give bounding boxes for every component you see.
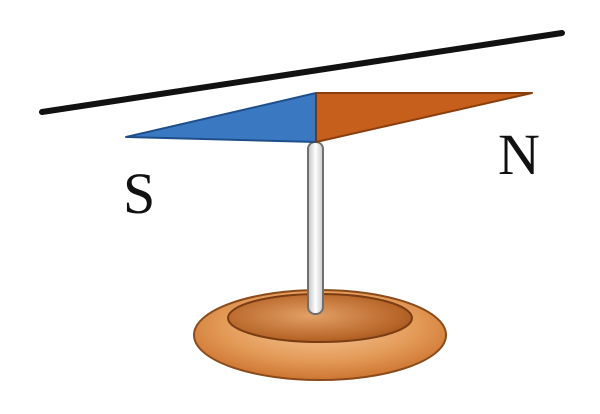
reference-line — [39, 30, 565, 115]
needle-south-half — [125, 92, 317, 143]
pin-stand — [307, 141, 324, 315]
north-pole-label: N — [498, 122, 540, 187]
south-pole-label: S — [123, 161, 156, 226]
